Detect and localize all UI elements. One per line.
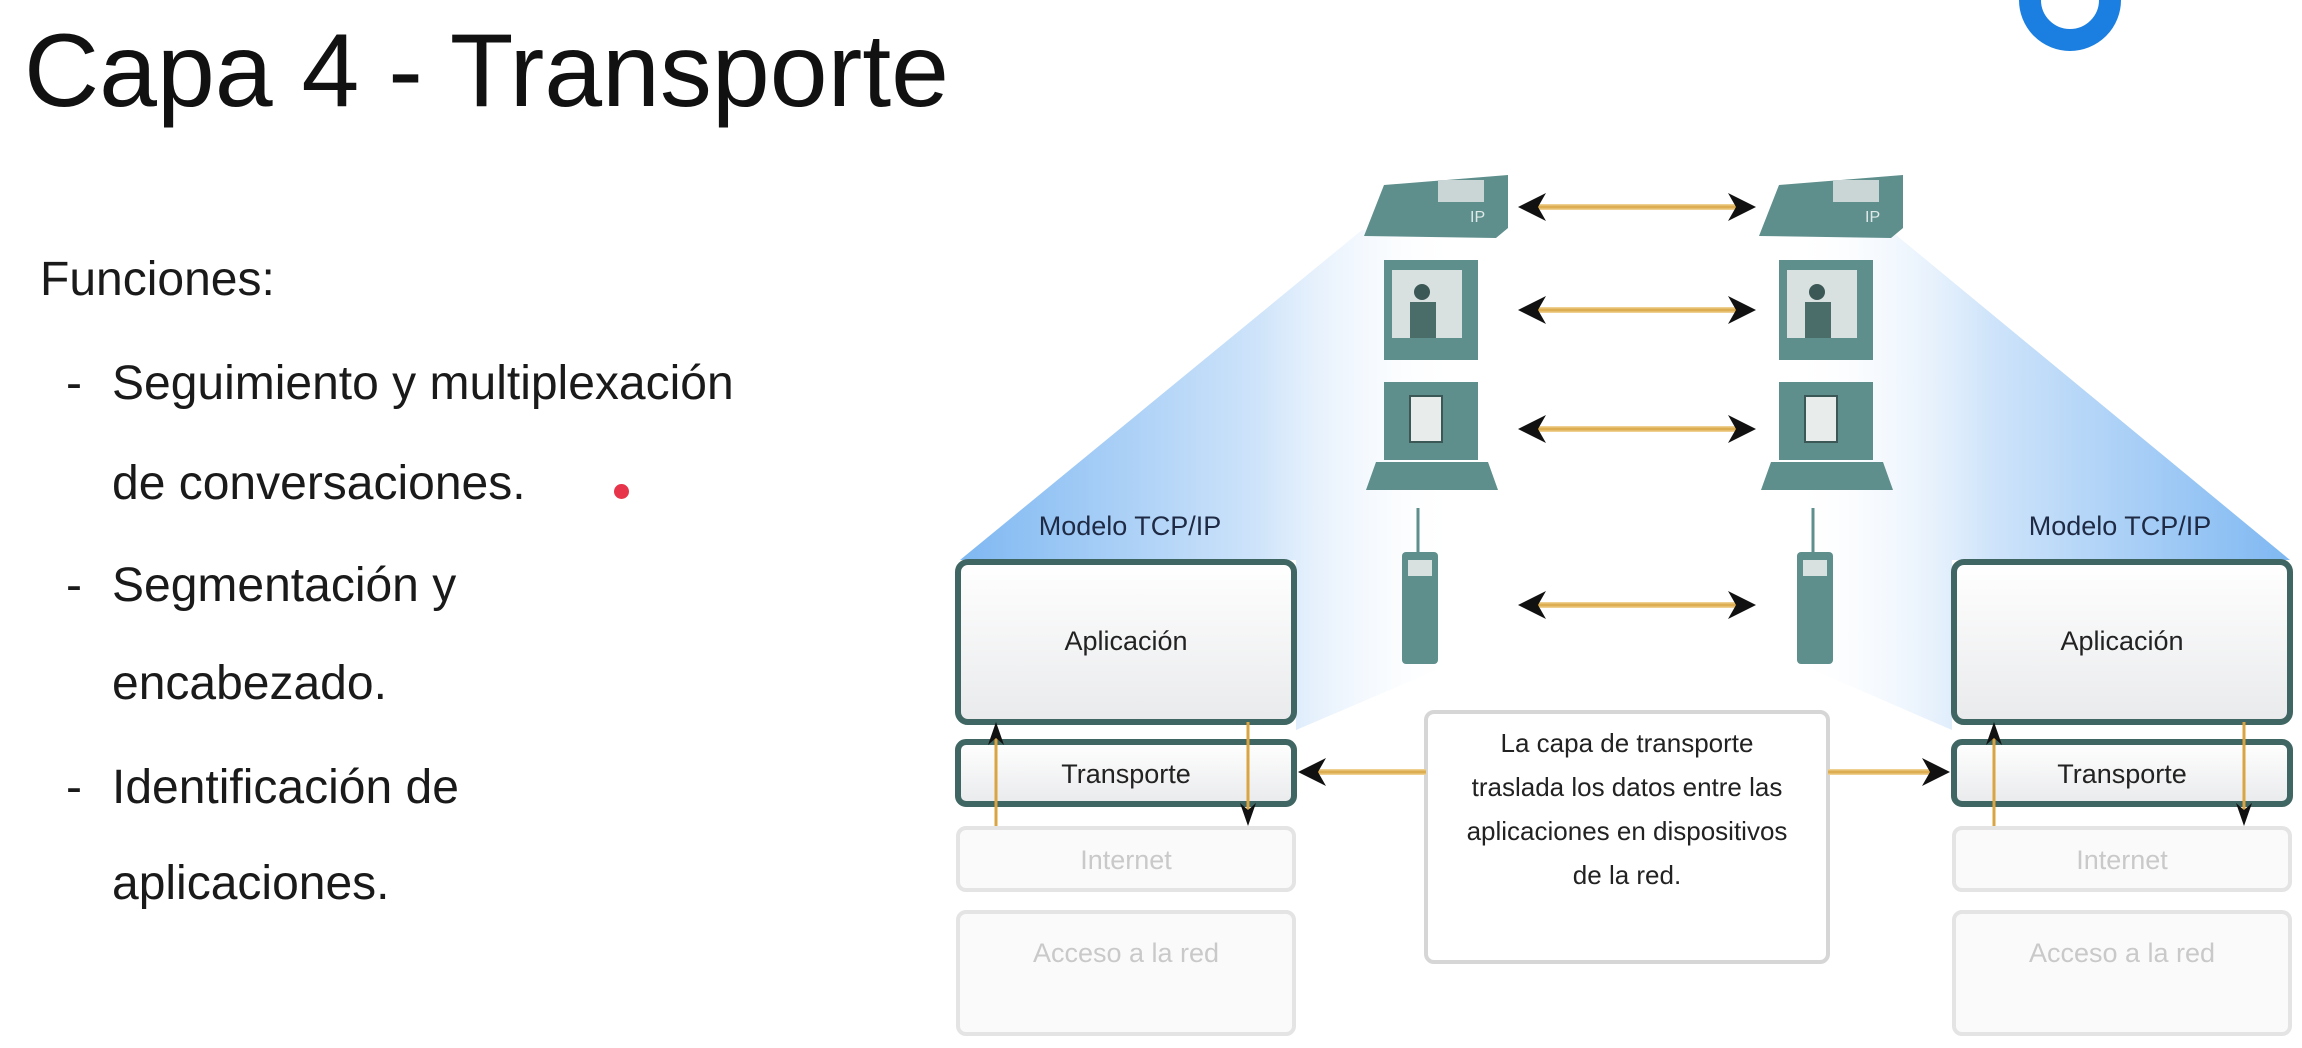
right-layer-network-access: Acceso a la red	[1952, 910, 2292, 1036]
laser-pointer-dot	[614, 484, 629, 499]
bullet-1-line-2: de conversaciones.	[112, 457, 526, 510]
bullet-dash: -	[66, 559, 82, 612]
left-model-label: Modelo TCP/IP	[1039, 511, 1222, 541]
peer-arrow-video	[1518, 296, 1756, 324]
arrow-down-icon	[1240, 803, 1256, 826]
svg-text:La capa de transporte: La capa de transporte	[1501, 728, 1754, 758]
center-note: La capa de transporte traslada los datos…	[1424, 710, 1830, 964]
left-layer-transport: Transporte	[955, 739, 1297, 807]
bullet-dash: -	[66, 761, 82, 814]
svg-text:IP: IP	[1470, 209, 1485, 226]
right-layer-transport: Transporte	[1951, 739, 2293, 807]
peer-arrow-phone	[1518, 193, 1756, 221]
svg-text:Acceso a la red: Acceso a la red	[1033, 938, 1219, 968]
transport-arrow-left	[1298, 758, 1426, 786]
slide-title: Capa 4 - Transporte	[24, 13, 949, 129]
left-cone	[960, 230, 1460, 730]
bullet-dash: -	[66, 357, 82, 410]
ip-phone-icon: IP	[1364, 175, 1508, 238]
right-cone	[1790, 230, 2290, 730]
arrow-down-icon	[2236, 803, 2252, 826]
svg-text:Transporte: Transporte	[1061, 759, 1191, 789]
bullet-1-line-1: Seguimiento y multiplexación	[112, 357, 734, 410]
svg-text:Internet: Internet	[1080, 845, 1172, 875]
bullet-2-line-2: encabezado.	[112, 657, 387, 710]
left-layer-network-access: Acceso a la red	[956, 910, 1296, 1036]
functions-heading: Funciones:	[40, 253, 275, 306]
video-terminal-icon	[1384, 260, 1478, 360]
logo-ring-icon	[2019, 0, 2121, 51]
arrow-up-icon	[1986, 722, 2002, 745]
svg-text:Transporte: Transporte	[2057, 759, 2187, 789]
arrow-up-icon	[988, 722, 1004, 745]
transport-arrow-right	[1828, 758, 1950, 786]
svg-text:traslada los datos entre las: traslada los datos entre las	[1472, 772, 1783, 802]
cell-phone-icon	[1402, 508, 1438, 664]
left-layer-internet: Internet	[956, 826, 1296, 892]
right-model-label: Modelo TCP/IP	[2029, 511, 2212, 541]
peer-arrow-cellphone	[1518, 591, 1756, 619]
svg-text:Aplicación: Aplicación	[1064, 626, 1187, 656]
right-layer-internet: Internet	[1952, 826, 2292, 892]
svg-text:de la red.: de la red.	[1573, 860, 1681, 890]
bullet-3-line-2: aplicaciones.	[112, 857, 390, 910]
bullet-2-line-1: Segmentación y	[112, 559, 457, 612]
peer-arrow-computer	[1518, 415, 1756, 443]
svg-text:aplicaciones en dispositivos: aplicaciones en dispositivos	[1467, 816, 1788, 846]
left-layer-application: Aplicación	[955, 559, 1297, 725]
right-layer-application: Aplicación	[1951, 559, 2293, 725]
bullet-3-line-1: Identificación de	[112, 761, 459, 814]
svg-text:Acceso a la red: Acceso a la red	[2029, 938, 2215, 968]
svg-text:Aplicación: Aplicación	[2060, 626, 2183, 656]
computer-document-icon	[1366, 382, 1498, 490]
left-devices: IP	[1364, 175, 1508, 664]
svg-text:Internet: Internet	[2076, 845, 2168, 875]
